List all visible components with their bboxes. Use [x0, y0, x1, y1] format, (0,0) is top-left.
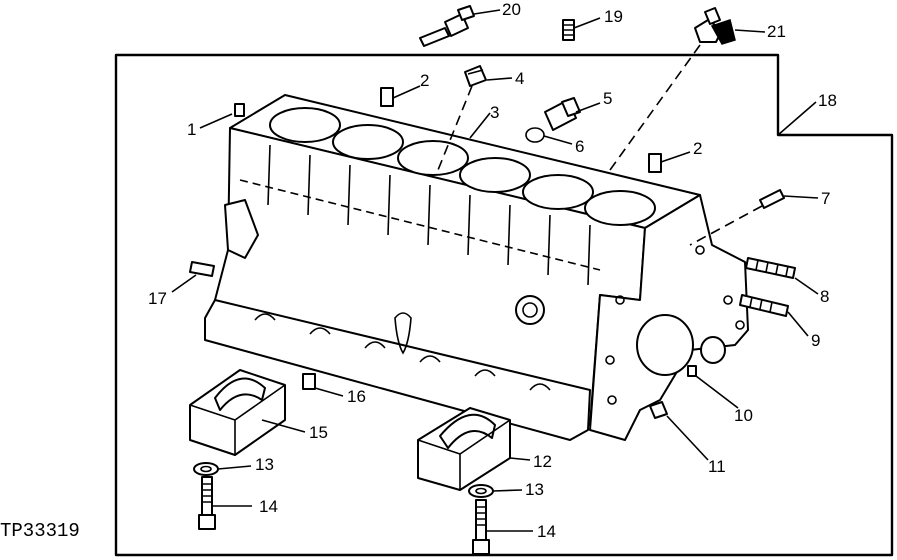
part-7-stud: [759, 189, 785, 209]
callout-4: 4: [515, 69, 524, 88]
part-2-dowel-left: [380, 87, 394, 107]
assembly-line-7: [689, 205, 763, 246]
part-6-o-ring: [525, 127, 545, 143]
part-12-bearing-cap: [417, 407, 511, 491]
part-15-bearing-cap: [189, 369, 286, 456]
part-9-stud: [739, 294, 789, 317]
callout-2: 2: [420, 71, 429, 90]
part-14-bolt-left: [198, 476, 216, 530]
part-19-plug: [562, 19, 575, 41]
part-21-fitting: [694, 7, 736, 45]
part-11-pin: [649, 401, 668, 419]
callout-21: 21: [767, 22, 786, 41]
part-8-stud: [745, 257, 796, 279]
callout-17: 17: [148, 289, 167, 308]
cylinder-block: [204, 94, 749, 441]
callout-15: 15: [309, 423, 328, 442]
part-1-plug: [234, 103, 245, 117]
callout-1: 1: [187, 120, 196, 139]
part-5-plug: [544, 97, 581, 131]
callout-14-left: 14: [259, 497, 278, 516]
callout-8: 8: [820, 287, 829, 306]
callout-11: 11: [708, 457, 726, 476]
part-20-sensor: [419, 5, 475, 47]
callout-12: 12: [533, 452, 552, 471]
part-10-pin: [687, 365, 697, 377]
callout-3: 3: [490, 103, 499, 122]
figure-reference-code: TP33319: [0, 520, 80, 542]
part-2-dowel-right: [648, 153, 662, 173]
callout-2-right: 2: [693, 139, 702, 158]
part-14-bolt-right: [472, 499, 490, 555]
callout-7: 7: [821, 189, 830, 208]
part-17-plug: [189, 261, 215, 277]
callout-13-right: 13: [525, 480, 544, 499]
leader-lines: [171, 9, 819, 532]
callout-13-left: 13: [255, 455, 274, 474]
part-13-washer-right: [468, 484, 494, 498]
callout-16: 16: [347, 387, 366, 406]
callout-9: 9: [811, 331, 820, 350]
callout-10: 10: [734, 406, 753, 425]
assembly-line-21: [609, 44, 701, 171]
part-16-plug: [302, 373, 316, 390]
part-4-plug: [464, 65, 487, 87]
part-13-washer-left: [193, 462, 219, 476]
callout-18: 18: [818, 91, 837, 110]
callout-20: 20: [502, 0, 521, 19]
callout-5: 5: [603, 89, 612, 108]
callout-19: 19: [604, 7, 623, 26]
callout-14-right: 14: [537, 522, 556, 541]
callout-6: 6: [575, 137, 584, 156]
